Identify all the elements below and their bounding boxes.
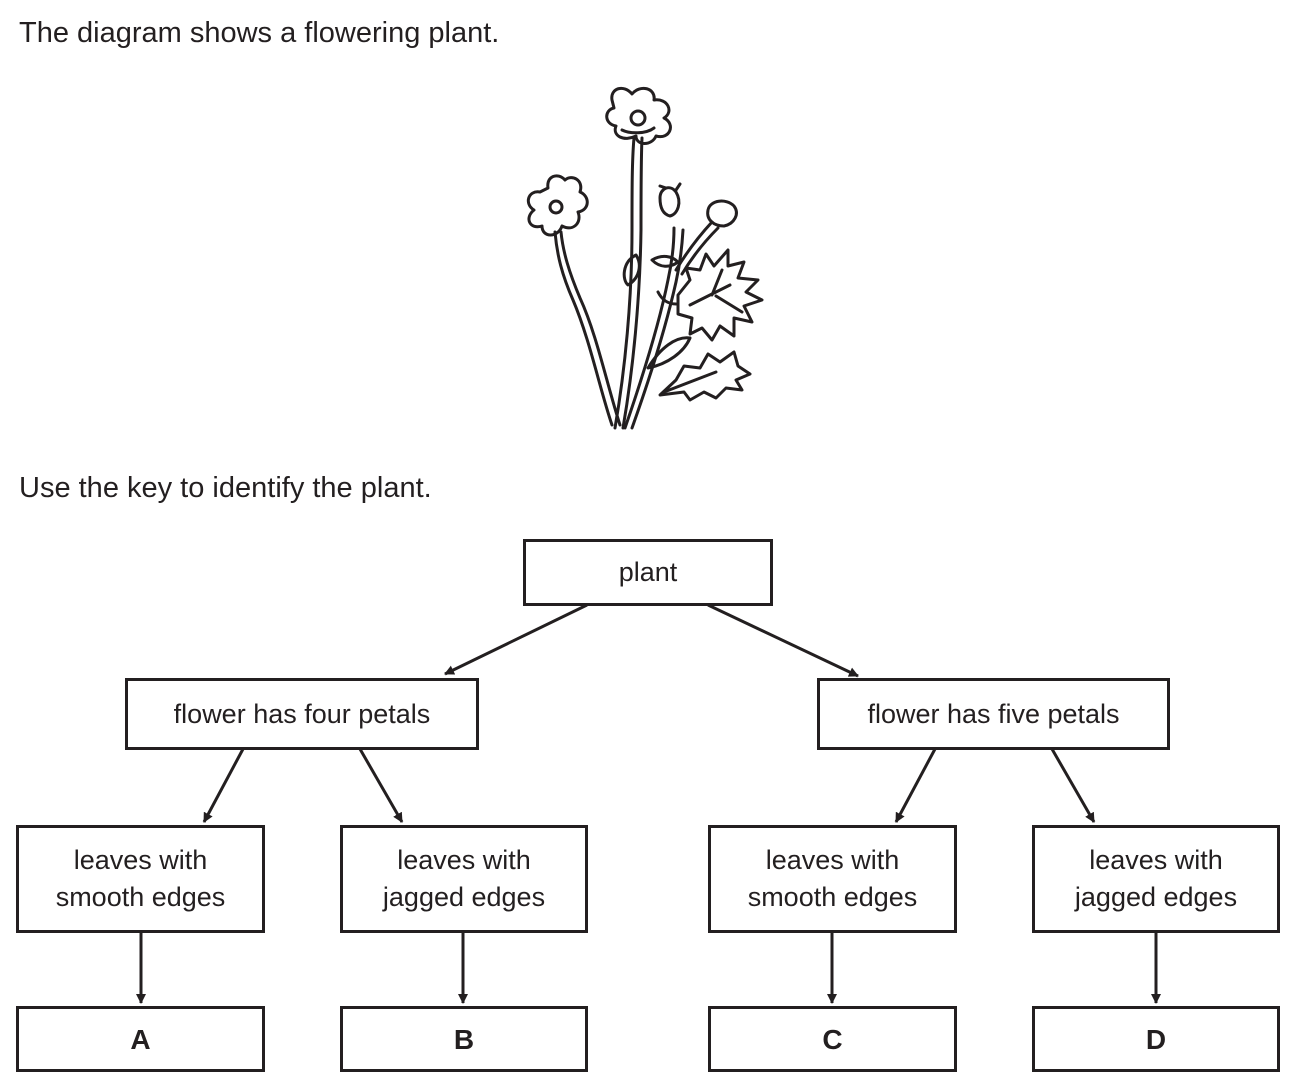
result-label-C: C (822, 1023, 843, 1055)
result-box-C: C (708, 1006, 957, 1072)
arrow-five-to-jagged (1050, 748, 1096, 823)
key-box-five-jagged: leaves with jagged edges (1032, 825, 1280, 933)
key-label-five-jagged: leaves with jagged edges (1074, 845, 1238, 912)
arrow-plant-to-five-petals (707, 603, 859, 678)
key-label-plant: plant (618, 557, 678, 587)
key-box-five-petals: flower has five petals (817, 678, 1170, 750)
arrow-four-to-jagged (358, 748, 404, 823)
result-label-A: A (130, 1023, 151, 1055)
arrow-plant-to-four-petals (444, 603, 588, 676)
key-box-four-smooth: leaves with smooth edges (16, 825, 265, 933)
key-box-plant: plant (523, 539, 773, 606)
result-box-A: A (16, 1006, 265, 1072)
key-label-four-petals: flower has four petals (173, 698, 431, 729)
key-box-four-petals: flower has four petals (125, 678, 479, 750)
key-label-four-jagged: leaves with jagged edges (382, 845, 546, 912)
result-box-D: D (1032, 1006, 1280, 1072)
instruction-text: Use the key to identify the plant. (19, 472, 432, 504)
key-label-four-smooth: leaves with smooth edges (55, 845, 226, 912)
key-box-four-jagged: leaves with jagged edges (340, 825, 588, 933)
arrow-four-to-smooth (202, 748, 245, 823)
arrow-five-to-smooth (894, 748, 937, 823)
result-box-B: B (340, 1006, 588, 1072)
result-label-D: D (1145, 1023, 1167, 1055)
result-label-B: B (453, 1023, 475, 1055)
intro-text: The diagram shows a flowering plant. (19, 17, 500, 49)
key-label-five-petals: flower has five petals (867, 698, 1120, 729)
key-label-five-smooth: leaves with smooth edges (747, 845, 918, 912)
key-box-five-smooth: leaves with smooth edges (708, 825, 957, 933)
